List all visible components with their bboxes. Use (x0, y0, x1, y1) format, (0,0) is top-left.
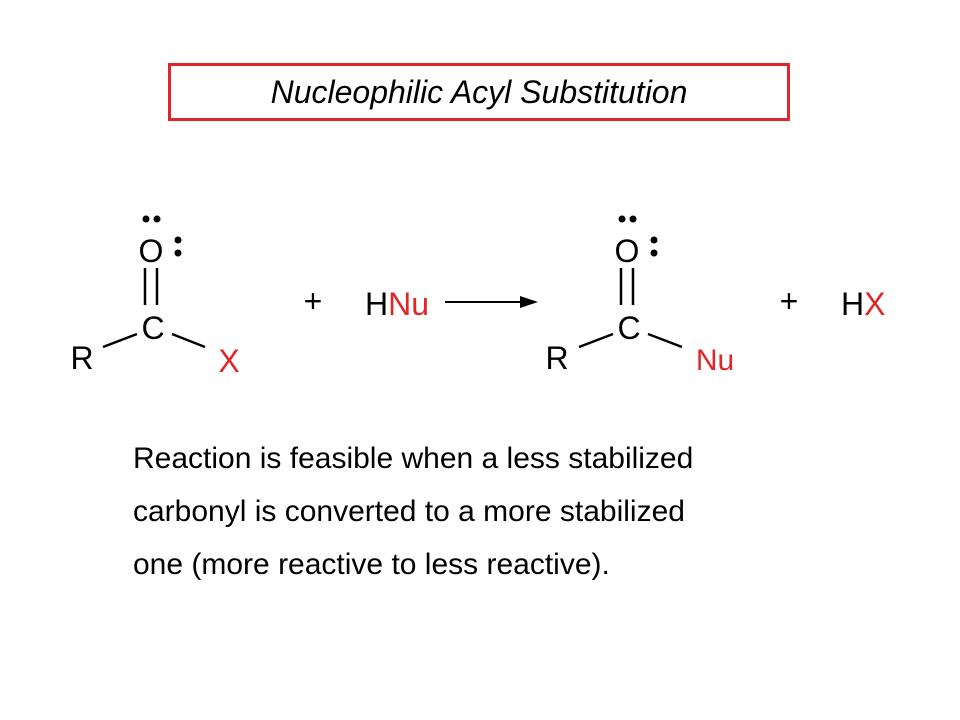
lone-pair-dot (142, 215, 150, 223)
plus-sign: + (780, 283, 799, 319)
lone-pair-dot (650, 249, 658, 257)
single-bond-line (171, 332, 206, 349)
product-molecule: O C R Nu (545, 215, 734, 377)
product-nucleophile: Nu (696, 344, 734, 377)
reaction-scheme: O C R X + HNu O C R Nu + HX (70, 215, 885, 379)
reagent: HNu (365, 286, 429, 322)
page-title: Nucleophilic Acyl Substitution (270, 73, 688, 110)
reaction-arrow (445, 296, 538, 308)
reactant-leaving-group: X (218, 343, 239, 379)
product-oxygen: O (615, 233, 640, 269)
single-bond-line (102, 332, 138, 349)
product-carbon: C (617, 310, 640, 346)
lone-pair-dot (629, 215, 637, 223)
reagent-h: H (365, 286, 388, 322)
reactant-carbon: C (141, 310, 164, 346)
plus-sign: + (304, 283, 323, 319)
single-bond-line (578, 332, 614, 349)
byproduct-x: X (864, 286, 885, 322)
lone-pair-dot (174, 249, 182, 257)
lone-pair-dot (618, 215, 626, 223)
description-line: one (more reactive to less reactive). (133, 548, 610, 581)
byproduct: HX (841, 286, 885, 322)
lone-pair-dot (650, 236, 658, 244)
reagent-nu: Nu (388, 286, 429, 322)
description-line: Reaction is feasible when a less stabili… (133, 442, 694, 475)
single-bond-line (647, 332, 683, 349)
reactant-molecule: O C R X (70, 215, 240, 379)
byproduct-h: H (841, 286, 864, 322)
lone-pair-dot (174, 236, 182, 244)
svg-text:HNu: HNu (365, 286, 429, 322)
title-box: Nucleophilic Acyl Substitution (168, 63, 790, 121)
arrow-head (520, 296, 538, 308)
description-text: Reaction is feasible when a less stabili… (133, 432, 893, 591)
reactant-oxygen: O (139, 233, 164, 269)
product-r-group: R (545, 340, 568, 376)
svg-text:HX: HX (841, 286, 885, 322)
lone-pair-dot (153, 215, 161, 223)
description-line: carbonyl is converted to a more stabiliz… (133, 495, 685, 528)
reactant-r-group: R (70, 340, 93, 376)
